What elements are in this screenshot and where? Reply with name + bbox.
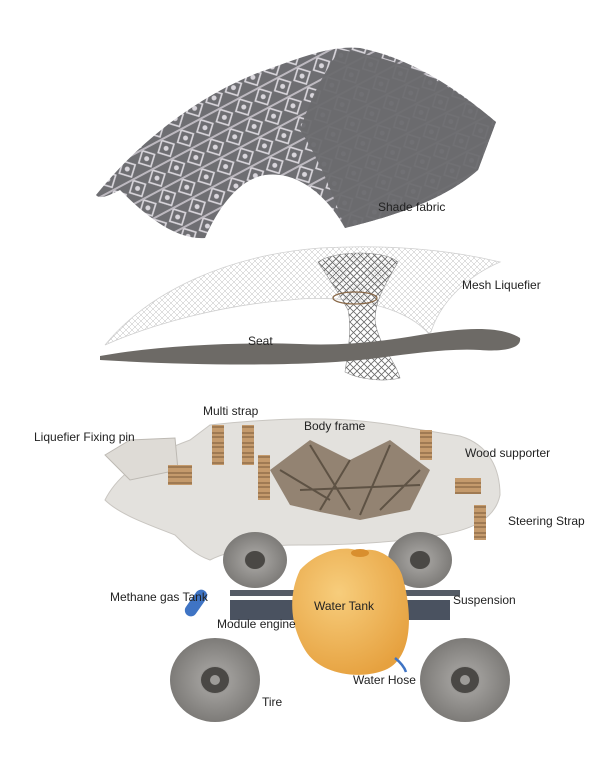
mesh-canopy: [104, 246, 502, 346]
label-suspension: Suspension: [453, 593, 516, 607]
rear-right-wheel: [388, 532, 452, 588]
label-body-frame: Body frame: [304, 419, 366, 433]
water-tank-part: [292, 548, 409, 675]
strap-3: [258, 455, 270, 500]
label-liquefier-fixing-pin: Liquefier Fixing pin: [34, 430, 135, 444]
label-module-engine: Module engine: [217, 617, 296, 631]
seat-part: [100, 329, 521, 365]
front-left-tire: [170, 638, 260, 722]
shade-fabric-part: [96, 47, 496, 239]
label-wood-supporter: Wood supporter: [465, 446, 551, 460]
label-mesh-liquefier: Mesh Liquefier: [462, 278, 541, 292]
body-frame-part: [104, 418, 501, 561]
module-engine-block: [230, 600, 300, 620]
strap-6: [455, 478, 481, 494]
front-right-tire: [420, 638, 510, 722]
label-water-hose: Water Hose: [353, 673, 416, 687]
label-seat: Seat: [248, 334, 273, 348]
label-tire: Tire: [262, 695, 283, 709]
strap-2: [242, 425, 254, 465]
label-multi-strap: Multi strap: [203, 404, 259, 418]
water-tank-cap: [351, 549, 369, 557]
label-water-tank: Water Tank: [314, 599, 375, 613]
label-steering-strap: Steering Strap: [508, 514, 585, 528]
strap-1: [212, 425, 224, 465]
label-shade-fabric: Shade fabric: [378, 200, 446, 214]
steering-strap-shape: [474, 505, 486, 540]
methane-gas-tank: [184, 589, 208, 617]
label-methane-gas-tank: Methane gas Tank: [110, 590, 208, 604]
front-frame-rail: [104, 437, 179, 481]
body-frame-lattice-lines: [279, 444, 421, 516]
strap-4: [168, 465, 192, 485]
rear-left-wheel: [223, 532, 287, 588]
shade-fabric-underside: [300, 50, 496, 228]
strap-5: [420, 430, 432, 460]
liquefier-ring: [332, 291, 378, 305]
module-engine-block-right: [400, 600, 450, 620]
water-tank-shape: [292, 548, 409, 675]
water-hose: [394, 657, 408, 673]
